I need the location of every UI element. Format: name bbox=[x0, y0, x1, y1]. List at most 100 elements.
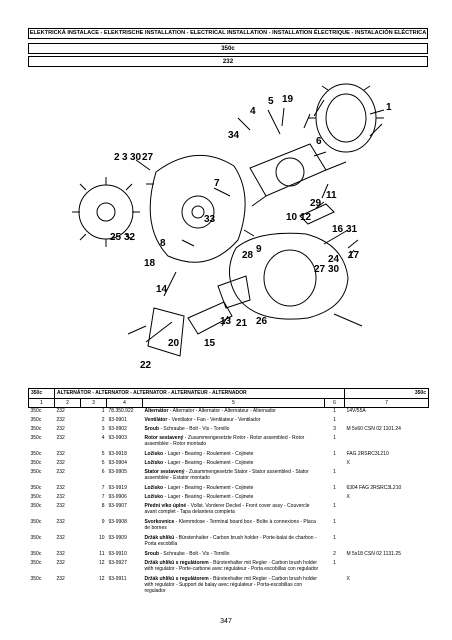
svg-text:3: 3 bbox=[122, 152, 128, 163]
row-note bbox=[345, 535, 429, 551]
row-description: Stator sestavený - Zusammengesetzte Stat… bbox=[143, 469, 325, 485]
row-model: 350c bbox=[30, 417, 42, 423]
row-note: M 5x60 ČSN 02 1101.24 bbox=[346, 426, 401, 432]
row-model: 350c bbox=[30, 494, 42, 500]
col-number: 1 bbox=[28, 398, 55, 408]
row-group: 232 bbox=[56, 494, 65, 500]
row-note: X bbox=[346, 494, 350, 500]
row-model: 350c bbox=[30, 426, 42, 432]
row-model: 350c bbox=[30, 576, 42, 582]
row-quantity: 1 bbox=[333, 417, 336, 423]
row-description-title: Ložisko bbox=[144, 494, 164, 500]
svg-text:30: 30 bbox=[130, 152, 142, 163]
row-description: Rotor sestavený - Zusammengesetzte Rotor… bbox=[143, 435, 325, 451]
row-note bbox=[345, 469, 429, 485]
callout-31: 31 bbox=[346, 224, 358, 235]
row-description: Držák uhlíků s regulátorem - Bürstenhalt… bbox=[143, 560, 325, 576]
callout-13: 13 bbox=[220, 316, 232, 327]
row-note: 14V/55A bbox=[346, 408, 366, 414]
row-description-text: - Zusammengesetzte Stator - Stator assem… bbox=[144, 469, 309, 482]
row-position: 2 bbox=[101, 417, 105, 423]
callout-5: 5 bbox=[268, 96, 274, 107]
row-note bbox=[345, 417, 429, 426]
row-description-title: Ložisko bbox=[144, 460, 164, 466]
row-description-title: Držák uhlíků s regulátorem bbox=[144, 560, 209, 566]
callout-20: 20 bbox=[168, 338, 180, 349]
exploded-view-figure: 2 3 30 27 25 32 8 18 14 22 20 15 34 4 5 … bbox=[72, 83, 392, 371]
row-description-title: Přední víko úplné bbox=[144, 503, 187, 509]
row-description: Držák uhlíků s regulátorem - Bürstenhalt… bbox=[143, 576, 325, 595]
col-number: 5 bbox=[142, 398, 325, 408]
row-description-text: - Klemmdose - Terminal board box - Boîte… bbox=[144, 519, 316, 532]
row-part-number: 93-9908 bbox=[108, 519, 127, 525]
row-description-title: Šroub bbox=[144, 551, 159, 557]
row-note bbox=[345, 560, 429, 576]
row-model: 350c bbox=[30, 469, 42, 475]
callout-7: 7 bbox=[214, 178, 220, 189]
row-group: 232 bbox=[56, 535, 65, 541]
row-description-title: Ložisko bbox=[144, 451, 164, 457]
row-part-number: 93-9906 bbox=[108, 494, 127, 500]
callout-21: 21 bbox=[236, 318, 248, 329]
row-description: Svorkovnice - Klemmdose - Terminal board… bbox=[143, 519, 325, 535]
row-description: Šroub - Schraube - Bolt - Vis - Tornillo bbox=[143, 426, 325, 435]
row-group: 232 bbox=[56, 451, 65, 457]
callout-6: 6 bbox=[316, 136, 322, 147]
row-note bbox=[345, 503, 429, 519]
row-position: 8 bbox=[101, 503, 105, 509]
row-quantity: 1 bbox=[333, 408, 336, 414]
row-quantity: 1 bbox=[333, 469, 336, 475]
row-note: FAG 2RSRC3L210 bbox=[346, 451, 389, 457]
row-part-number: 93-9911 bbox=[108, 576, 127, 582]
callout-26: 26 bbox=[256, 316, 268, 327]
col-number: 4 bbox=[106, 398, 143, 408]
row-quantity: 1 bbox=[333, 560, 336, 566]
callout-1: 1 bbox=[386, 102, 392, 113]
row-group: 232 bbox=[56, 435, 65, 441]
callout-15: 15 bbox=[204, 338, 216, 349]
callout-33: 33 bbox=[204, 214, 216, 225]
submodel-header: 232 bbox=[28, 56, 428, 67]
row-model: 350c bbox=[30, 485, 42, 491]
col-number: 2 bbox=[54, 398, 81, 408]
row-part-number: 93-9907 bbox=[108, 503, 127, 509]
row-position: 11 bbox=[99, 551, 105, 557]
callout-2-3-30-27: 2 bbox=[114, 152, 120, 163]
col-number: 7 bbox=[344, 398, 429, 408]
callout-11: 11 bbox=[326, 190, 337, 201]
row-model: 350c bbox=[30, 435, 42, 441]
row-description-text: - Schraube - Bolt - Vis - Tornillo bbox=[158, 426, 230, 432]
row-description: Ložisko - Lager - Bearing - Roulement - … bbox=[143, 460, 325, 469]
rotor-drawing bbox=[249, 143, 347, 207]
row-part-number: 93-9909 bbox=[108, 535, 127, 541]
callout-16: 16 bbox=[332, 224, 344, 235]
parts-table: 350c ALTERNÁTOR - ALTERNATOR - ALTERNATO… bbox=[28, 388, 429, 595]
row-quantity bbox=[325, 494, 345, 503]
col-number: 6 bbox=[324, 398, 345, 408]
row-part-number: 93-9902 bbox=[108, 426, 127, 432]
callout-8: 8 bbox=[160, 238, 166, 249]
row-description-text: - Lager - Bearing - Roulement - Cojinete bbox=[163, 485, 254, 491]
row-position: 6 bbox=[101, 469, 105, 475]
row-group: 232 bbox=[56, 426, 65, 432]
col-number: 3 bbox=[80, 398, 107, 408]
row-description: Ložisko - Lager - Bearing - Roulement - … bbox=[143, 485, 325, 494]
row-quantity: 2 bbox=[333, 551, 336, 557]
callout-28: 28 bbox=[242, 250, 254, 261]
row-position: 12 bbox=[98, 560, 105, 566]
row-description-title: Ložisko bbox=[144, 485, 164, 491]
fan-drawing bbox=[72, 177, 140, 247]
row-description: Přední víko úplné - Vollst. Vorderer Dec… bbox=[143, 503, 325, 519]
row-position: 10 bbox=[98, 535, 105, 541]
row-description-text: - Lager - Bearing - Roulement - Cojinete bbox=[163, 460, 254, 466]
row-description: Držák uhlíků - Bürstenhalter - Carbon br… bbox=[143, 535, 325, 551]
row-description-text: - Vollst. Vorderer Deckel - Front cover … bbox=[144, 503, 310, 516]
row-description-title: Stator sestavený bbox=[144, 469, 185, 475]
